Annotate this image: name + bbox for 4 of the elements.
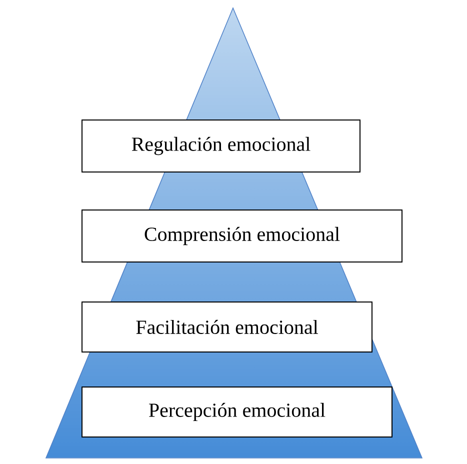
level-box: Facilitación emocional xyxy=(82,301,372,352)
level-box: Comprensión emocional xyxy=(82,210,402,262)
level-box: Percepción emocional xyxy=(82,386,392,438)
level-box: Regulación emocional xyxy=(82,120,360,172)
